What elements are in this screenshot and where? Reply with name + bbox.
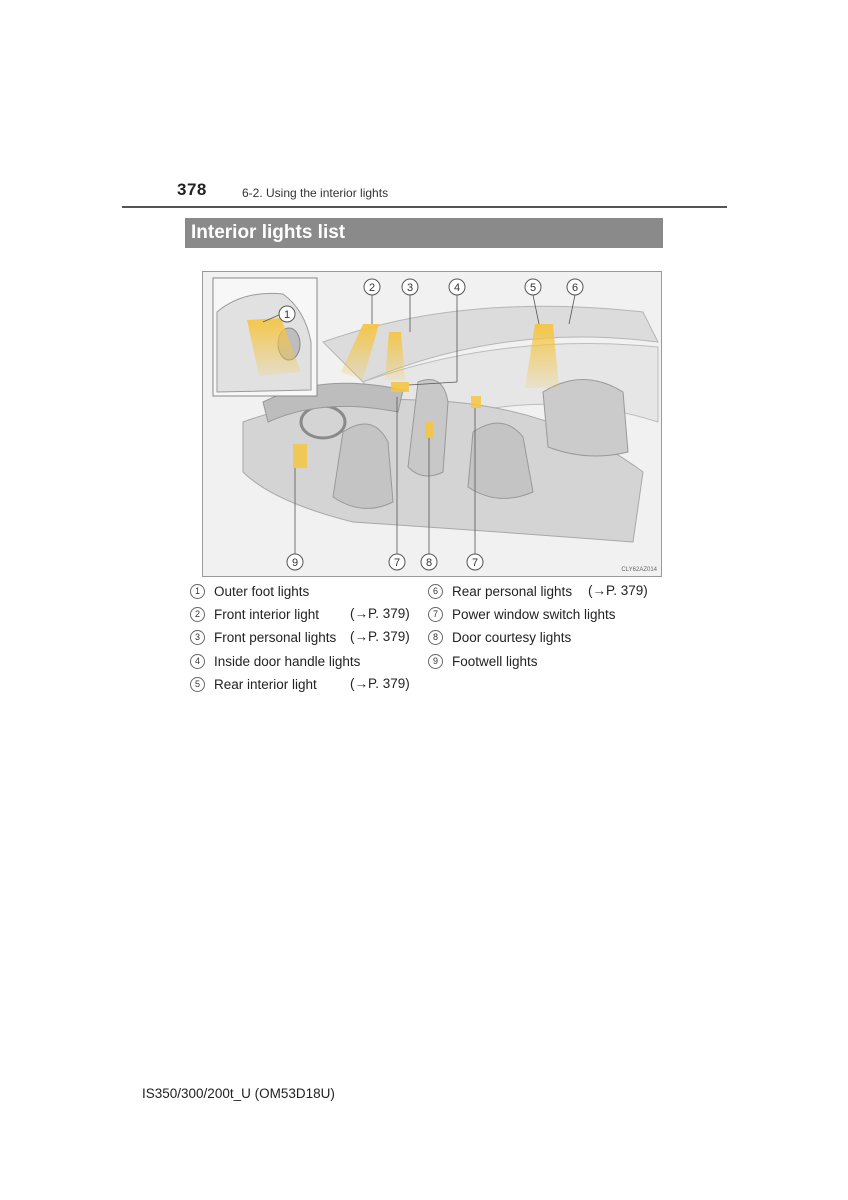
header-rule [122,206,727,208]
legend-number: 5 [190,676,205,692]
legend-label: Rear personal lights [452,583,573,599]
heading-bar: Interior lights list [185,218,663,248]
legend-item-1: 1 Outer foot lights [190,581,309,601]
callout-7a: 7 [388,553,406,571]
legend-label: Door courtesy lights [452,629,572,645]
legend-label: Power window switch lights [452,606,616,622]
legend-item-7: 7 Power window switch lights [428,604,616,624]
callout-1: 1 [278,305,296,323]
legend-item-5: 5 Rear interior light [190,674,317,694]
footer-model-code: IS350/300/200t_U (OM53D18U) [142,1086,335,1101]
page-reference: (→P. 379) [588,583,648,598]
legend-number: 9 [428,653,443,669]
svg-text:3: 3 [407,282,413,294]
legend-label: Rear interior light [214,676,317,692]
svg-text:5: 5 [530,282,536,294]
svg-text:7: 7 [472,557,478,569]
legend-number: 4 [190,653,205,669]
legend-item-9: 9 Footwell lights [428,651,538,671]
svg-text:4: 4 [454,282,460,294]
svg-text:7: 7 [394,557,400,569]
callout-3: 3 [401,278,419,296]
legend-label: Footwell lights [452,653,538,669]
page-reference: (→P. 379) [350,606,410,621]
legend-number: 7 [428,606,443,622]
callout-5: 5 [524,278,542,296]
page-number: 378 [177,180,207,199]
legend-number: 6 [428,583,443,599]
page-reference: (→P. 379) [350,629,410,644]
svg-text:2: 2 [369,282,375,294]
legend-item-4: 4 Inside door handle lights [190,651,360,671]
legend-number: 8 [428,629,443,645]
callout-2: 2 [363,278,381,296]
figure-code: CLY62AZ014 [621,567,657,573]
svg-text:1: 1 [284,309,290,321]
legend-item-6: 6 Rear personal lights [428,581,572,601]
svg-text:9: 9 [292,557,298,569]
legend-label: Outer foot lights [214,583,310,599]
callout-8: 8 [420,553,438,571]
legend-item-2: 2 Front interior light [190,604,319,624]
legend-label: Front personal lights [214,629,337,645]
callout-4: 4 [448,278,466,296]
callout-6: 6 [566,278,584,296]
legend-number: 2 [190,606,205,622]
legend-label: Front interior light [214,606,320,622]
callout-7b: 7 [466,553,484,571]
page-reference: (→P. 379) [350,676,410,691]
legend-item-3: 3 Front personal lights [190,627,336,647]
svg-text:6: 6 [572,282,578,294]
legend-number: 3 [190,629,205,645]
callout-9: 9 [286,553,304,571]
legend-item-8: 8 Door courtesy lights [428,627,571,647]
interior-lights-figure: 1 2 3 4 5 6 7 8 9 7 CLY62AZ014 [202,271,662,577]
legend-number: 1 [190,583,205,599]
car-interior-illustration: 1 2 3 4 5 6 7 8 9 7 [212,277,659,571]
svg-text:8: 8 [426,557,432,569]
section-title: 6-2. Using the interior lights [242,186,389,200]
legend-label: Inside door handle lights [214,653,361,669]
